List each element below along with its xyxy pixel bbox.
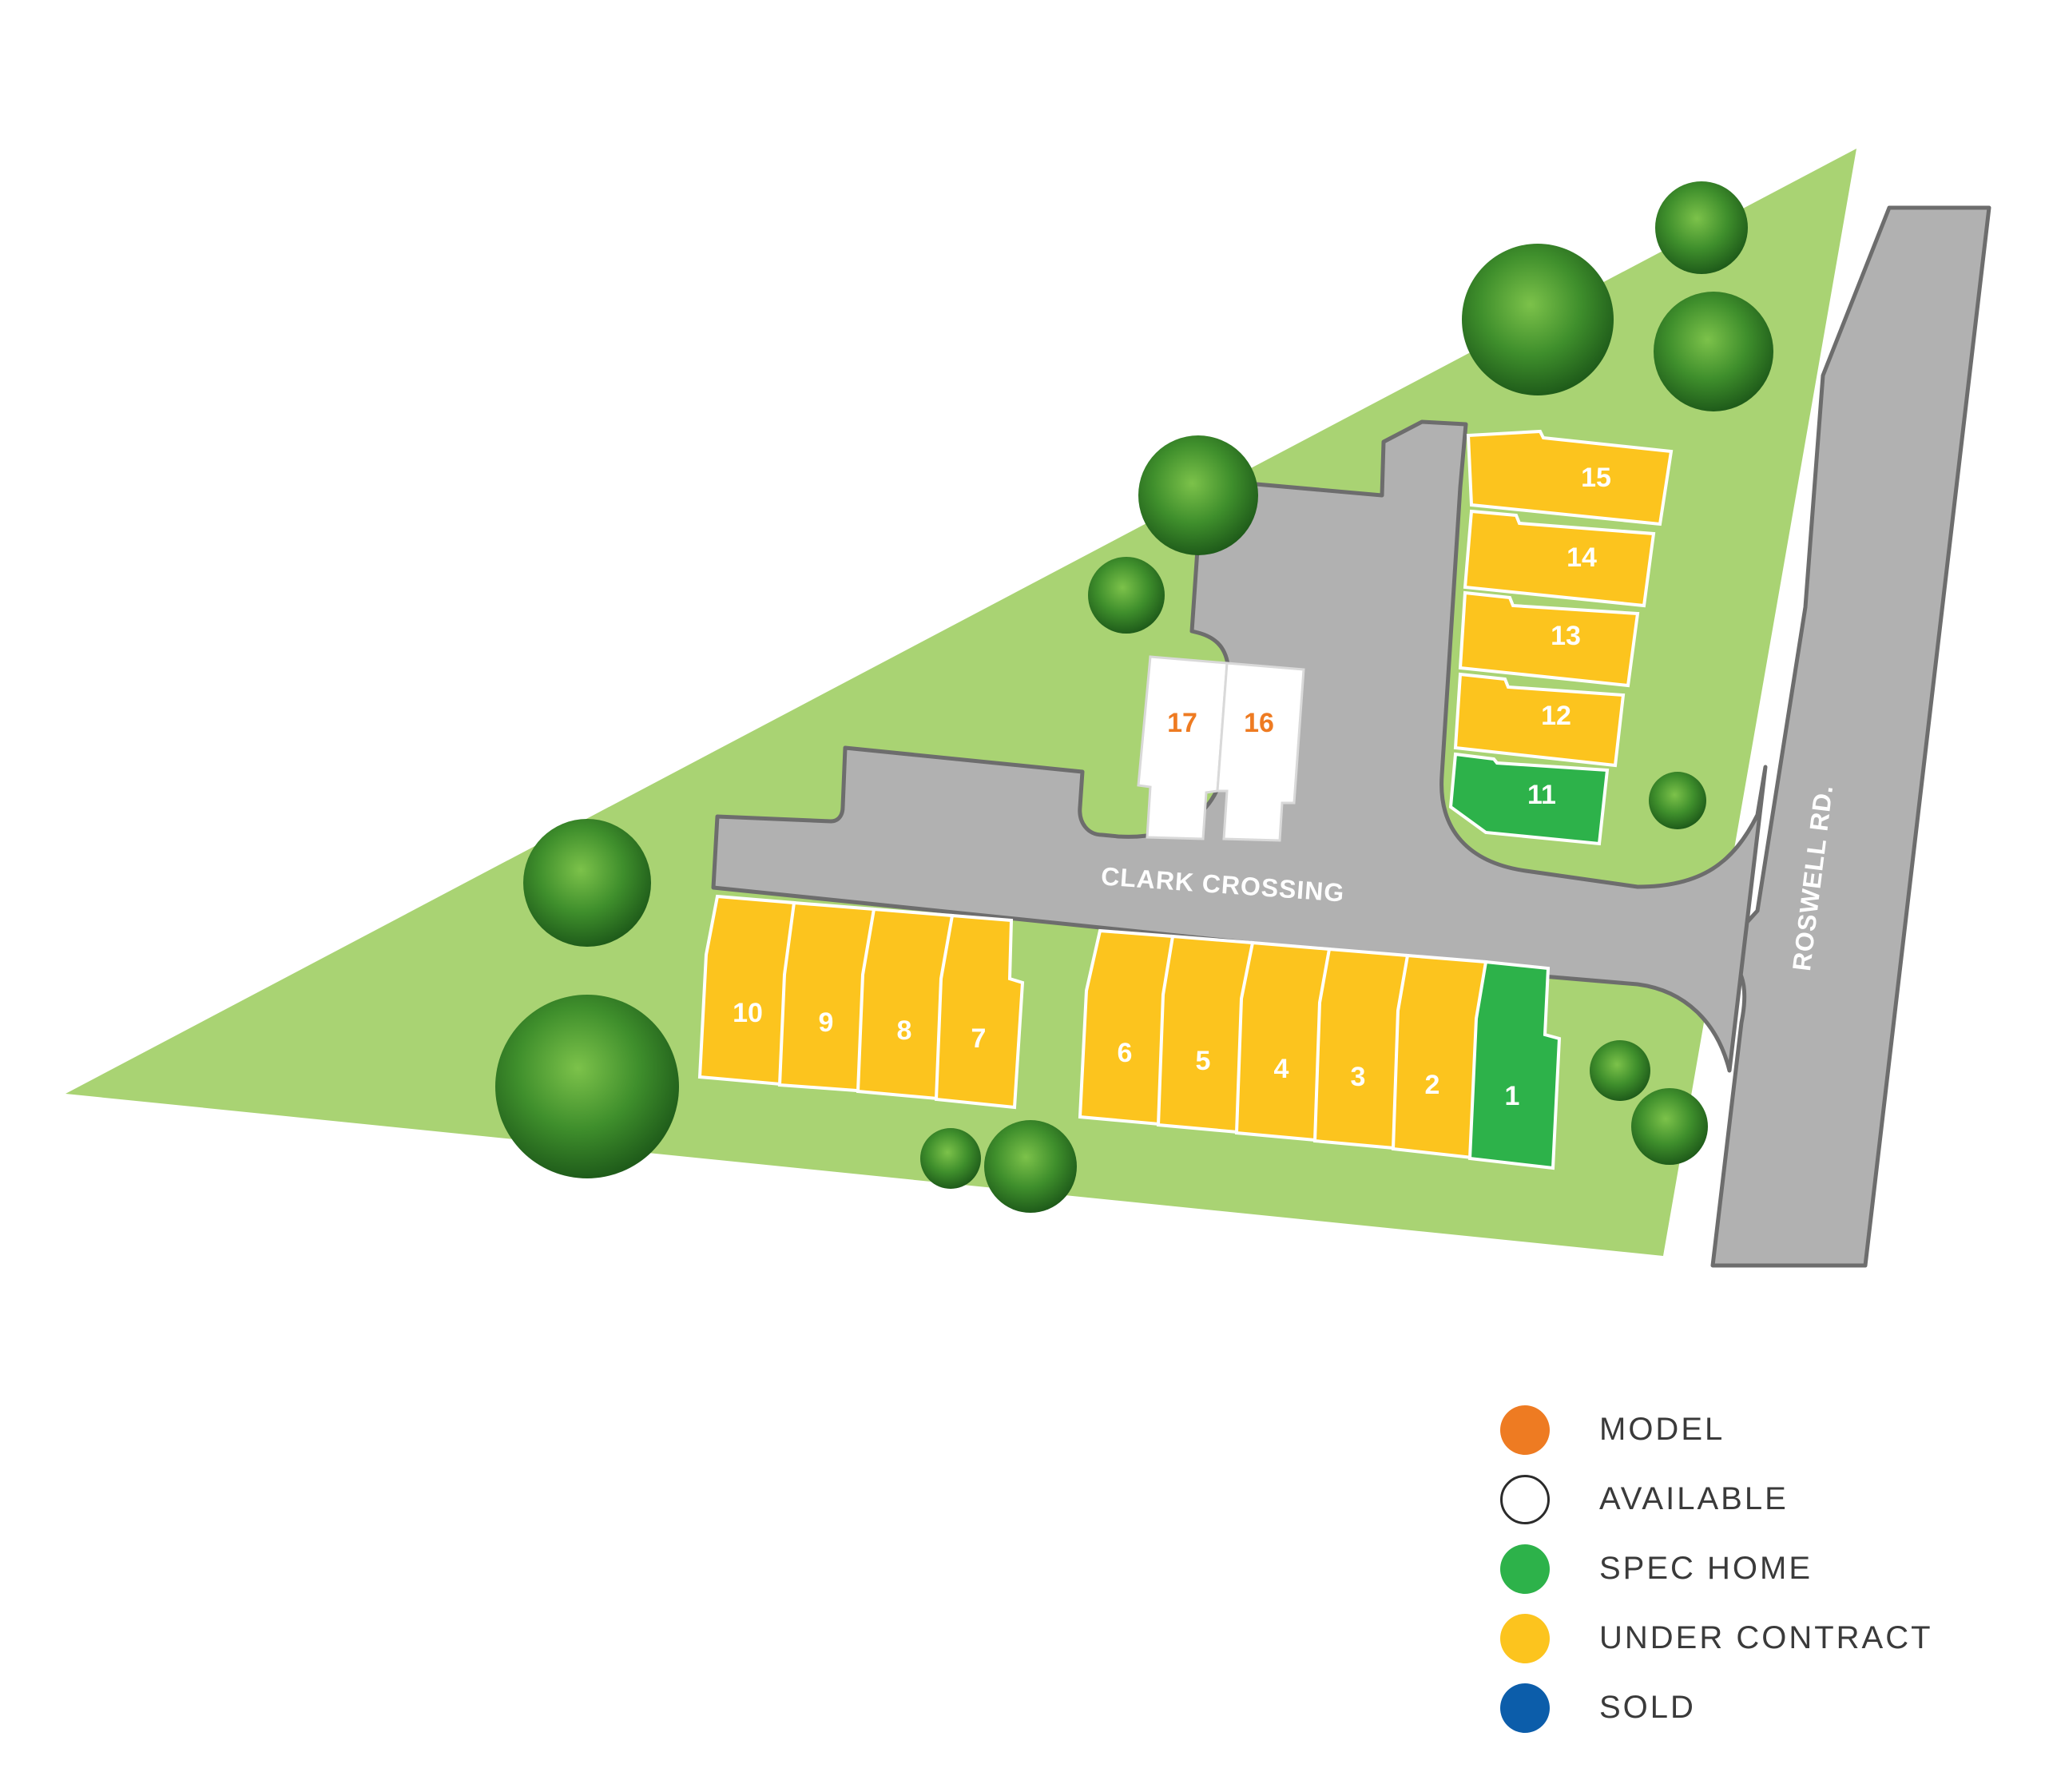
tree — [1655, 181, 1748, 274]
legend-label: MODEL — [1599, 1412, 1725, 1447]
tree — [1138, 435, 1258, 555]
lot-15[interactable] — [1466, 429, 1674, 526]
lots — [697, 429, 1674, 1170]
lot-number: 5 — [1196, 1046, 1211, 1076]
lot-number: 3 — [1351, 1062, 1366, 1092]
lot-7[interactable] — [934, 913, 1025, 1110]
lot-11[interactable] — [1448, 752, 1610, 846]
tree — [523, 819, 651, 947]
lot-16[interactable] — [1216, 662, 1305, 842]
status-legend: MODEL AVAILABLE SPEC HOME UNDER CONTRACT… — [1500, 1395, 1933, 1742]
lot-number: 11 — [1527, 780, 1556, 810]
lot-number: 6 — [1118, 1038, 1133, 1068]
tree — [495, 995, 679, 1178]
lot-number: 12 — [1541, 701, 1571, 731]
lot-12[interactable] — [1453, 672, 1626, 768]
legend-item-sold: SOLD — [1500, 1673, 1933, 1742]
lot-number: 10 — [733, 998, 763, 1028]
tree — [1631, 1088, 1708, 1165]
lot-13[interactable] — [1458, 590, 1640, 688]
legend-item-spec-home: SPEC HOME — [1500, 1534, 1933, 1603]
tree — [984, 1120, 1077, 1213]
lot-1[interactable] — [1467, 960, 1562, 1170]
legend-dot-spec-home — [1500, 1544, 1550, 1594]
lot-number: 17 — [1167, 708, 1197, 738]
legend-dot-sold — [1500, 1683, 1550, 1733]
lot-number: 4 — [1274, 1054, 1289, 1084]
lot-labels: 1 2 3 4 5 6 7 8 9 10 11 12 13 14 15 16 1… — [733, 463, 1611, 1111]
lot-number: 13 — [1551, 621, 1581, 651]
tree — [1462, 244, 1614, 395]
legend-dot-model — [1500, 1405, 1550, 1455]
lot-number: 7 — [971, 1023, 987, 1054]
legend-item-model: MODEL — [1500, 1395, 1933, 1464]
lot-number: 8 — [897, 1015, 912, 1046]
legend-label: UNDER CONTRACT — [1599, 1620, 1933, 1655]
legend-label: AVAILABLE — [1599, 1481, 1789, 1516]
tree — [1088, 557, 1165, 634]
legend-item-available: AVAILABLE — [1500, 1464, 1933, 1534]
tree — [920, 1128, 981, 1189]
tree — [1590, 1040, 1650, 1101]
lot-number: 16 — [1244, 708, 1274, 738]
lot-14[interactable] — [1463, 509, 1656, 608]
tree — [1654, 292, 1773, 411]
tree — [1649, 772, 1706, 829]
lot-number: 15 — [1581, 463, 1611, 493]
legend-dot-under-contract — [1500, 1613, 1550, 1663]
lot-number: 9 — [819, 1007, 834, 1038]
lot-number: 2 — [1425, 1070, 1440, 1100]
legend-label: SPEC HOME — [1599, 1551, 1813, 1586]
legend-dot-available — [1500, 1474, 1550, 1524]
legend-label: SOLD — [1599, 1690, 1696, 1725]
lot-number: 1 — [1505, 1081, 1520, 1111]
lot-number: 14 — [1567, 542, 1597, 573]
legend-item-under-contract: UNDER CONTRACT — [1500, 1603, 1933, 1673]
trees — [495, 181, 1773, 1213]
